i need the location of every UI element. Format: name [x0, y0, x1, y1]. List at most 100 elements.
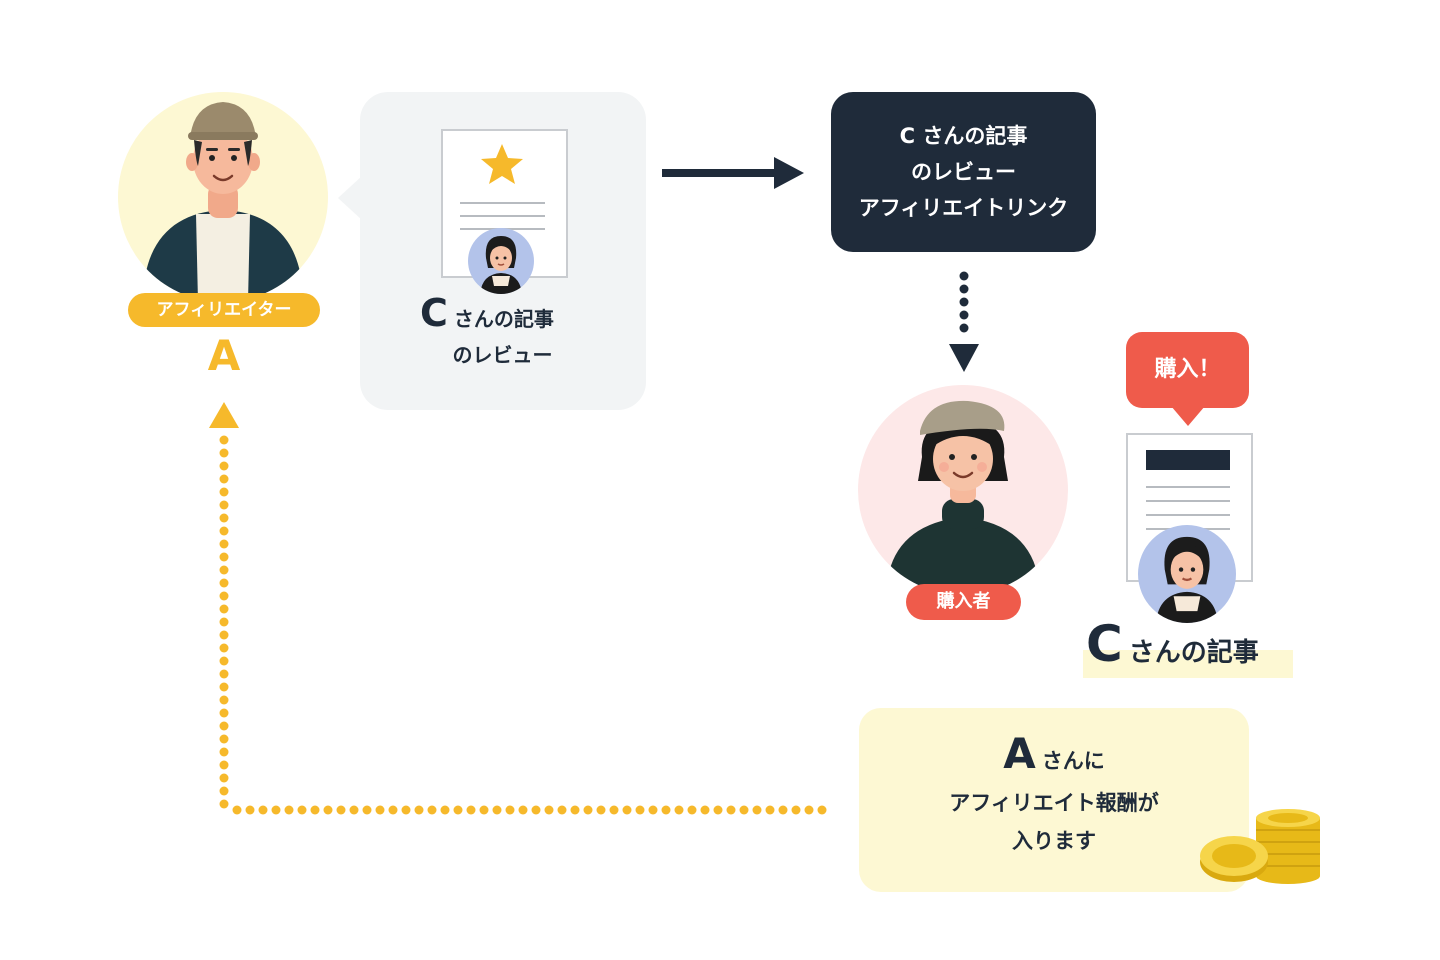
man-with-cap-icon	[143, 102, 303, 302]
link-box-line3: アフィリエイトリンク	[858, 196, 1069, 220]
path-dot	[219, 461, 229, 471]
path-dot	[219, 643, 229, 653]
path-dot	[388, 805, 398, 815]
path-dot	[466, 805, 476, 815]
path-dot	[401, 805, 411, 815]
affiliator-avatar	[118, 92, 328, 302]
purchase-bubble: 購入！	[1126, 332, 1249, 408]
purchase-bubble-text: 購入！	[1154, 357, 1221, 382]
path-dot	[375, 805, 385, 815]
path-dot	[739, 805, 749, 815]
review-caption-letter: C	[420, 291, 448, 335]
path-dot	[219, 617, 229, 627]
path-dot	[219, 539, 229, 549]
path-dot	[674, 805, 684, 815]
affiliate-link-box: C さんの記事 のレビュー アフィリエイトリンク	[831, 92, 1096, 252]
path-dot	[713, 805, 723, 815]
reward-box	[859, 708, 1249, 892]
star-icon	[481, 144, 523, 184]
affiliator-role-label: アフィリエイター	[156, 300, 292, 320]
path-dot	[531, 805, 541, 815]
path-dot	[310, 805, 320, 815]
reward-line3: 入ります	[1012, 829, 1096, 853]
path-dot	[271, 805, 281, 815]
path-dot	[219, 578, 229, 588]
path-dot	[778, 805, 788, 815]
article-c-caption-highlight	[1083, 650, 1293, 678]
path-dot	[232, 805, 242, 815]
reward-line2: アフィリエイト報酬が	[949, 791, 1159, 815]
path-dot	[791, 805, 801, 815]
path-dot	[219, 630, 229, 640]
author-c-small-avatar	[468, 228, 534, 294]
article-c-letter: C	[1086, 615, 1123, 673]
path-dot	[219, 526, 229, 536]
reward-line1-suffix: さんに	[1041, 749, 1105, 773]
path-dot	[219, 695, 229, 705]
path-dot	[219, 448, 229, 458]
path-dot	[700, 805, 710, 815]
path-dot	[505, 805, 515, 815]
doc-line	[460, 202, 545, 204]
path-dot	[219, 721, 229, 731]
doc-line	[1146, 514, 1230, 516]
path-dot	[492, 805, 502, 815]
link-box-line1: C さんの記事	[899, 124, 1028, 148]
path-dot	[752, 805, 762, 815]
path-dot	[544, 805, 554, 815]
dotted-down-arrow-icon	[949, 271, 979, 372]
path-dot	[219, 513, 229, 523]
path-dot	[219, 773, 229, 783]
affiliator-letter: A	[207, 331, 241, 380]
review-caption-line2: のレビュー	[452, 343, 553, 367]
link-box-line2: のレビュー	[911, 160, 1016, 184]
path-dot	[687, 805, 697, 815]
path-dot	[570, 805, 580, 815]
path-dot	[453, 805, 463, 815]
path-dot	[427, 805, 437, 815]
path-dot	[557, 805, 567, 815]
path-dot	[336, 805, 346, 815]
path-dot	[219, 747, 229, 757]
woman-icon	[480, 236, 522, 294]
dotted-return-arrow-icon	[209, 402, 827, 815]
path-dot	[219, 474, 229, 484]
path-dot	[804, 805, 814, 815]
person-with-beret-icon	[886, 400, 1040, 595]
path-dot	[219, 734, 229, 744]
buyer-avatar	[858, 385, 1068, 595]
path-dot	[518, 805, 528, 815]
doc-line	[1146, 500, 1230, 502]
path-dot	[219, 604, 229, 614]
path-dot	[219, 487, 229, 497]
author-c-avatar	[1138, 525, 1236, 623]
path-dot	[765, 805, 775, 815]
path-dot	[219, 435, 229, 445]
path-dot	[414, 805, 424, 815]
path-dot	[219, 708, 229, 718]
bubble-tail-icon	[1171, 406, 1205, 426]
path-dot	[440, 805, 450, 815]
path-dot	[297, 805, 307, 815]
path-dot	[726, 805, 736, 815]
path-dot	[817, 805, 827, 815]
path-dot	[219, 656, 229, 666]
path-dot	[219, 786, 229, 796]
path-dot	[219, 799, 229, 809]
review-caption-suffix: さんの記事	[453, 307, 554, 331]
affiliator-role-badge: アフィリエイター	[128, 293, 320, 327]
speech-tail-icon	[338, 176, 362, 220]
path-dot	[219, 565, 229, 575]
path-dot	[661, 805, 671, 815]
path-dot	[258, 805, 268, 815]
buyer-role-badge: 購入者	[906, 584, 1021, 620]
path-dot	[362, 805, 372, 815]
path-dot	[648, 805, 658, 815]
path-dot	[635, 805, 645, 815]
path-dot	[596, 805, 606, 815]
path-dot	[323, 805, 333, 815]
path-dot	[284, 805, 294, 815]
